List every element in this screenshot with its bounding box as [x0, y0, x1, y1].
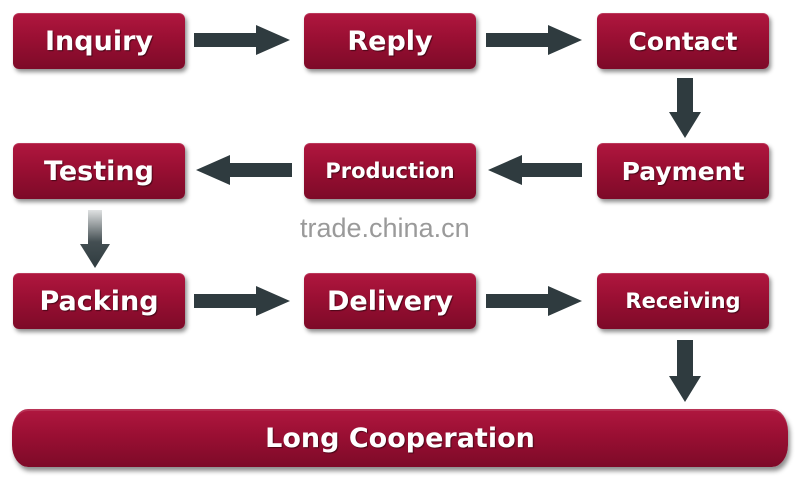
- arrow-right-icon: [486, 286, 582, 316]
- step-reply: Reply: [304, 13, 476, 69]
- step-inquiry: Inquiry: [13, 13, 185, 69]
- step-payment-label: Payment: [621, 156, 745, 186]
- arrow-down-icon: [669, 340, 701, 402]
- step-production-label: Production: [325, 159, 455, 183]
- step-receiving-label: Receiving: [625, 289, 741, 313]
- arrow-right-icon: [486, 25, 582, 55]
- arrow-right-icon: [194, 286, 290, 316]
- arrow-left-icon: [488, 155, 582, 185]
- step-testing: Testing: [13, 143, 185, 199]
- step-long-cooperation-label: Long Cooperation: [265, 422, 535, 454]
- arrow-right-icon: [194, 25, 290, 55]
- step-testing-label: Testing: [44, 155, 154, 187]
- step-packing: Packing: [13, 273, 185, 329]
- step-payment: Payment: [597, 143, 769, 199]
- step-contact: Contact: [597, 13, 769, 69]
- step-contact-label: Contact: [628, 26, 738, 56]
- arrow-down-icon: [80, 210, 110, 268]
- step-packing-label: Packing: [39, 285, 159, 317]
- step-delivery: Delivery: [304, 273, 476, 329]
- step-receiving: Receiving: [597, 273, 769, 329]
- step-reply-label: Reply: [347, 25, 433, 57]
- step-inquiry-label: Inquiry: [45, 25, 153, 57]
- arrow-down-icon: [669, 78, 701, 138]
- step-production: Production: [304, 143, 476, 199]
- watermark: trade.china.cn: [300, 213, 470, 243]
- step-delivery-label: Delivery: [326, 285, 454, 317]
- step-long-cooperation: Long Cooperation: [12, 409, 788, 467]
- arrow-left-icon: [196, 155, 292, 185]
